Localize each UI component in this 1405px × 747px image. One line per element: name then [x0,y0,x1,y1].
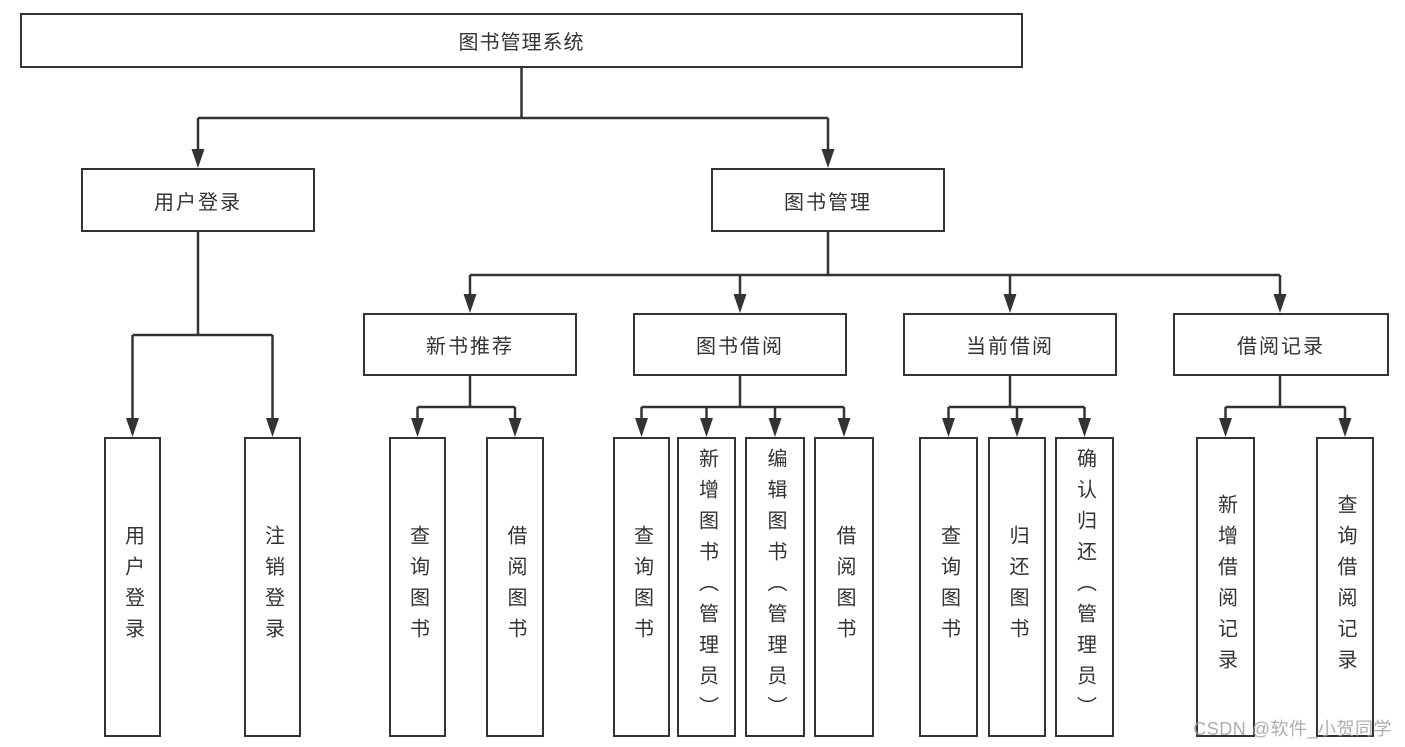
leaf-add-books-admin: 新增图书（管理员） [677,437,736,737]
node-label: 新书推荐 [426,336,514,358]
node-new-book-recommend: 新书推荐 [363,313,577,376]
node-book-management: 图书管理 [711,168,945,232]
node-label: 借阅图书 [833,525,855,649]
leaf-logout: 注销登录 [244,437,301,737]
node-label: 借阅记录 [1237,336,1325,358]
leaf-user-login: 用户登录 [104,437,161,737]
node-book-borrowing: 图书借阅 [633,313,847,376]
leaf-query-borrow-record: 查询借阅记录 [1316,437,1374,737]
node-current-borrowing: 当前借阅 [903,313,1117,376]
node-label: 查询图书 [937,525,960,649]
csdn-watermark: CSDN @软件_小贺同学 [1193,719,1392,739]
node-label: 新增借阅记录 [1214,494,1237,680]
leaf-borrow-books: 借阅图书 [814,437,874,737]
node-label: 新增图书（管理员） [695,447,718,727]
node-label: 图书借阅 [696,336,784,358]
leaf-query-books-borrowing: 查询图书 [613,437,670,737]
leaf-confirm-return-admin: 确认归还（管理员） [1055,437,1114,737]
leaf-edit-books-admin: 编辑图书（管理员） [745,437,805,737]
node-label: 查询图书 [630,525,653,649]
node-label: 归还图书 [1006,525,1028,649]
leaf-borrow-books-recommend: 借阅图书 [486,437,544,737]
node-root-library-system: 图书管理系统 [20,13,1023,68]
node-user-login: 用户登录 [81,168,315,232]
node-label: 借阅图书 [504,525,526,649]
leaf-return-books: 归还图书 [988,437,1046,737]
node-label: 编辑图书（管理员） [764,447,786,727]
node-label: 查询图书 [406,525,429,649]
node-label: 注销登录 [261,525,284,649]
node-label: 用户登录 [121,525,144,649]
leaf-add-borrow-record: 新增借阅记录 [1196,437,1255,737]
node-label: 用户登录 [154,191,242,214]
node-label: 确认归还（管理员） [1073,447,1096,727]
node-borrowing-records: 借阅记录 [1173,313,1389,376]
leaf-query-books-current: 查询图书 [919,437,978,737]
node-label: 查询借阅记录 [1334,494,1356,680]
node-label: 当前借阅 [966,336,1054,358]
node-label: 图书管理 [784,191,872,214]
node-label: 图书管理系统 [458,32,585,54]
leaf-query-books-recommend: 查询图书 [389,437,446,737]
